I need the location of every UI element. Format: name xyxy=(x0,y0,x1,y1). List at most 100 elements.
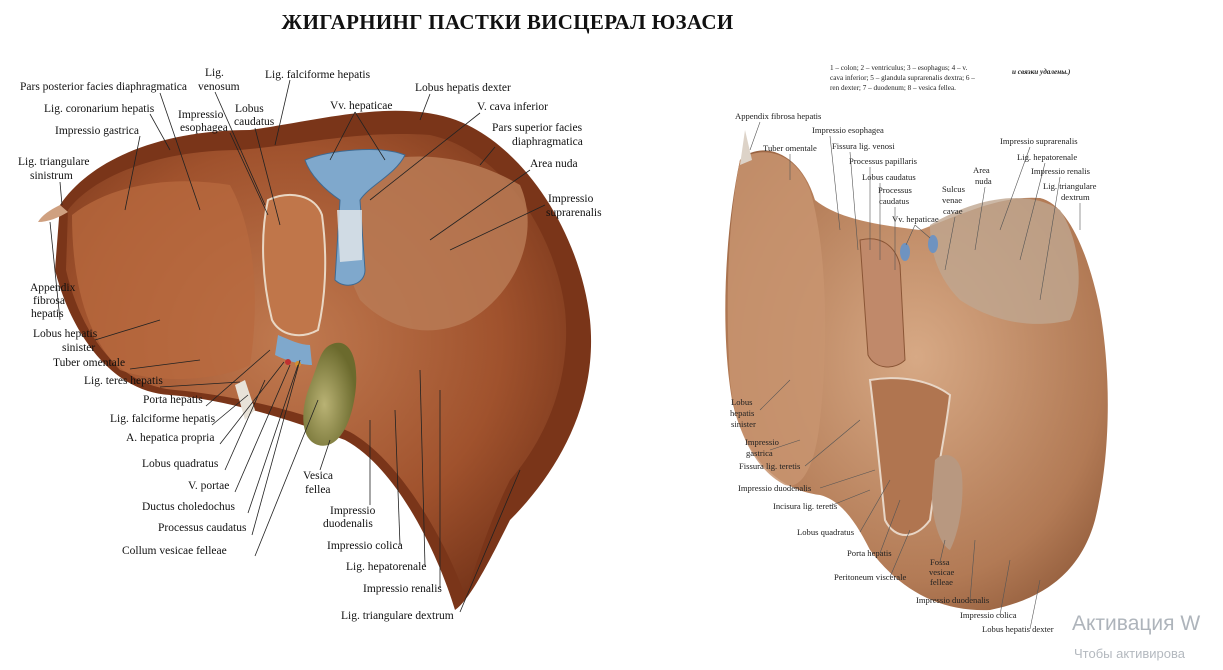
label-pars-superior-1: Pars superior facies xyxy=(492,122,583,134)
left-leader-lines xyxy=(49,79,546,613)
r-label-lig-hepatorenale: Lig. hepatorenale xyxy=(1017,152,1077,162)
right-labels: Appendix fibrosa hepatis Impressio esoph… xyxy=(730,111,1097,634)
label-impressio-esophagea-2: esophagea xyxy=(180,122,228,134)
label-tuber-omentale: Tuber omentale xyxy=(53,357,125,369)
right-liver-drawing xyxy=(725,130,1108,611)
r-label-impressio-esophagea: Impressio esophagea xyxy=(812,125,884,135)
label-lig-triangulare-sin-2: sinistrum xyxy=(30,170,73,182)
appendix-fibrosa xyxy=(38,205,68,222)
label-vv-hepaticae: Vv. hepaticae xyxy=(330,100,392,112)
label-appendix-1: Appendix xyxy=(30,282,76,294)
right-area-nuda xyxy=(930,198,1079,324)
label-lobus-caudatus-1: Lobus xyxy=(235,103,264,115)
right-hepatic-vein-1 xyxy=(900,243,910,261)
vesica-fellea xyxy=(303,342,357,446)
lobus-caudatus xyxy=(262,194,327,337)
caption-note: и связки удалены.) xyxy=(1012,68,1070,76)
label-processus-caudatus: Processus caudatus xyxy=(158,522,247,534)
r-label-impressio-colica: Impressio colica xyxy=(960,610,1017,620)
r-label-lobus-quadratus: Lobus quadratus xyxy=(797,527,855,537)
r-label-lobus-sin-3: sinister xyxy=(731,419,756,429)
label-lobus-sinister-1: Lobus hepatis xyxy=(33,328,98,340)
label-impressio-duodenalis-1: Impressio xyxy=(330,505,376,517)
r-label-area-1: Area xyxy=(973,165,990,175)
label-lig-falciforme-low: Lig. falciforme hepatis xyxy=(110,413,216,425)
label-a-hepatica: A. hepatica propria xyxy=(126,432,214,444)
caption-line-3: ren dexter; 7 – duodenum; 8 – vesica fel… xyxy=(830,84,956,92)
label-lobus-quadratus: Lobus quadratus xyxy=(142,458,219,470)
porta-vessels xyxy=(275,335,312,365)
r-label-processus-caudatus-1: Processus xyxy=(878,185,913,195)
label-appendix-3: hepatis xyxy=(31,308,64,320)
right-gallbladder-fossa xyxy=(932,455,963,550)
r-label-lig-triangulare-2: dextrum xyxy=(1061,192,1090,202)
r-label-area-2: nuda xyxy=(975,176,992,186)
label-collum: Collum vesicae felleae xyxy=(122,545,227,557)
label-lig-teres: Lig. teres hepatis xyxy=(84,375,163,387)
label-impressio-esophagea-1: Impressio xyxy=(178,109,224,121)
label-vesica-2: fellea xyxy=(305,484,331,496)
label-lig-venosum-1: Lig. xyxy=(205,67,224,79)
r-label-appendix: Appendix fibrosa hepatis xyxy=(735,111,822,121)
r-label-impressio-gastrica-1: Impressio xyxy=(745,437,779,447)
r-label-vv-hepaticae: Vv. hepaticae xyxy=(892,214,939,224)
label-impressio-suprarenalis-1: Impressio xyxy=(548,193,594,205)
label-impressio-renalis: Impressio renalis xyxy=(363,583,442,595)
area-nuda xyxy=(341,156,528,331)
r-label-lobus-sin-2: hepatis xyxy=(730,408,755,418)
r-label-lig-triangulare-1: Lig. triangulare xyxy=(1043,181,1097,191)
right-hepatic-vein-2 xyxy=(928,235,938,253)
label-lobus-caudatus-2: caudatus xyxy=(234,116,275,128)
right-leader-lines xyxy=(749,121,1081,630)
windows-activation-subtext: Чтобы активирова xyxy=(1074,646,1186,661)
r-label-impressio-renalis: Impressio renalis xyxy=(1031,166,1091,176)
label-porta-hepatis: Porta hepatis xyxy=(143,394,203,406)
right-caption: 1 – colon; 2 – ventriculus; 3 – esophagu… xyxy=(830,64,1070,92)
label-lobus-dexter: Lobus hepatis dexter xyxy=(415,82,511,94)
slide-title: ЖИГАРНИНГ ПАСТКИ ВИСЦЕРАЛ ЮЗАСИ xyxy=(281,10,734,34)
r-label-impressio-duodenalis-l: Impressio duodenalis xyxy=(738,483,812,493)
windows-activation-watermark: Активация W xyxy=(1072,612,1201,635)
label-impressio-colica: Impressio colica xyxy=(327,540,403,552)
cava-ligament xyxy=(337,210,362,262)
r-label-impressio-duodenalis-r: Impressio duodenalis xyxy=(916,595,990,605)
label-v-cava: V. cava inferior xyxy=(477,101,548,113)
r-label-sulcus-2: venae xyxy=(942,195,962,205)
right-left-lobe xyxy=(727,152,826,486)
label-area-nuda: Area nuda xyxy=(530,158,578,170)
r-label-fissura-teretis: Fissura lig. teretis xyxy=(739,461,801,471)
lig-teres-stump xyxy=(235,380,255,420)
r-label-fissura-venosi: Fissura lig. venosi xyxy=(832,141,895,151)
r-label-impressio-suprarenalis: Impressio suprarenalis xyxy=(1000,136,1078,146)
right-caudate xyxy=(859,238,906,368)
label-pars-superior-2: diaphragmatica xyxy=(512,136,583,148)
label-impressio-suprarenalis-2: suprarenalis xyxy=(546,207,602,219)
label-vesica-1: Vesica xyxy=(303,470,333,482)
r-label-fossa-2: vesicae xyxy=(929,567,954,577)
r-label-lobus-sin-1: Lobus xyxy=(731,397,753,407)
label-appendix-2: fibrosa xyxy=(33,295,65,307)
label-lig-coronarium: Lig. coronarium hepatis xyxy=(44,103,155,115)
r-label-sulcus-1: Sulcus xyxy=(942,184,966,194)
label-lig-hepatorenale: Lig. hepatorenale xyxy=(346,561,426,573)
left-labels: Pars posterior facies diaphragmatica Lig… xyxy=(18,67,602,622)
right-quadrate xyxy=(868,377,952,536)
hepatic-artery-dot xyxy=(285,359,291,365)
caption-line-1: 1 – colon; 2 – ventriculus; 3 – esophagu… xyxy=(830,64,967,72)
left-lobe xyxy=(72,181,255,380)
label-v-portae: V. portae xyxy=(188,480,229,492)
r-label-impressio-gastrica-2: gastrica xyxy=(746,448,773,458)
label-lig-falciforme-top: Lig. falciforme hepatis xyxy=(265,69,371,81)
r-label-lobus-dexter: Lobus hepatis dexter xyxy=(982,624,1054,634)
label-impressio-duodenalis-2: duodenalis xyxy=(323,518,373,530)
r-label-incisura: Incisura lig. teretis xyxy=(773,501,838,511)
label-lobus-sinister-2: sinister xyxy=(62,342,95,354)
r-label-fossa-3: felleae xyxy=(930,577,953,587)
r-label-lobus-caudatus: Lobus caudatus xyxy=(862,172,916,182)
caption-line-2: cava inferior; 5 – glandula suprarenalis… xyxy=(830,74,975,82)
left-liver-drawing xyxy=(38,110,592,611)
label-lig-venosum-2: venosum xyxy=(198,81,240,93)
label-ductus-choledochus: Ductus choledochus xyxy=(142,501,235,513)
label-lig-triangulare-sin-1: Lig. triangulare xyxy=(18,156,90,168)
